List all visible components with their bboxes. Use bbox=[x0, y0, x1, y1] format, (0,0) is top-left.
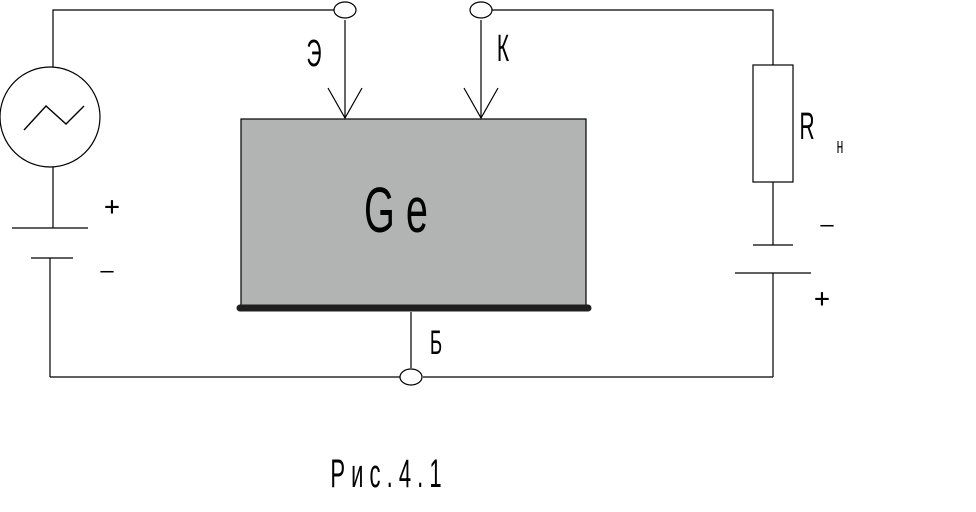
emitter-label: Э bbox=[306, 33, 321, 75]
germanium-label: G e bbox=[364, 176, 428, 247]
right-battery bbox=[735, 244, 811, 274]
figure-caption: Р и с . 4 . 1 bbox=[330, 451, 441, 496]
ac-wave-icon bbox=[23, 105, 85, 131]
circuit-wires bbox=[49, 9, 774, 378]
right-battery-plus: + bbox=[814, 284, 830, 314]
base-terminal bbox=[399, 368, 423, 386]
load-resistor-label: R bbox=[799, 106, 814, 148]
germanium-crystal bbox=[240, 118, 587, 308]
ac-source bbox=[0, 66, 101, 168]
load-resistor-subscript: н bbox=[837, 133, 844, 158]
left-battery-plus: + bbox=[104, 192, 120, 222]
collector-probe-arrow bbox=[463, 87, 499, 120]
base-label: Б bbox=[430, 323, 442, 361]
collector-label: К bbox=[497, 28, 509, 70]
load-resistor bbox=[752, 64, 794, 183]
emitter-terminal bbox=[333, 1, 357, 19]
left-battery bbox=[12, 227, 88, 259]
right-battery-minus: – bbox=[820, 213, 834, 238]
emitter-probe-arrow bbox=[327, 87, 363, 120]
left-battery-minus: – bbox=[100, 259, 114, 284]
collector-terminal bbox=[469, 1, 493, 19]
